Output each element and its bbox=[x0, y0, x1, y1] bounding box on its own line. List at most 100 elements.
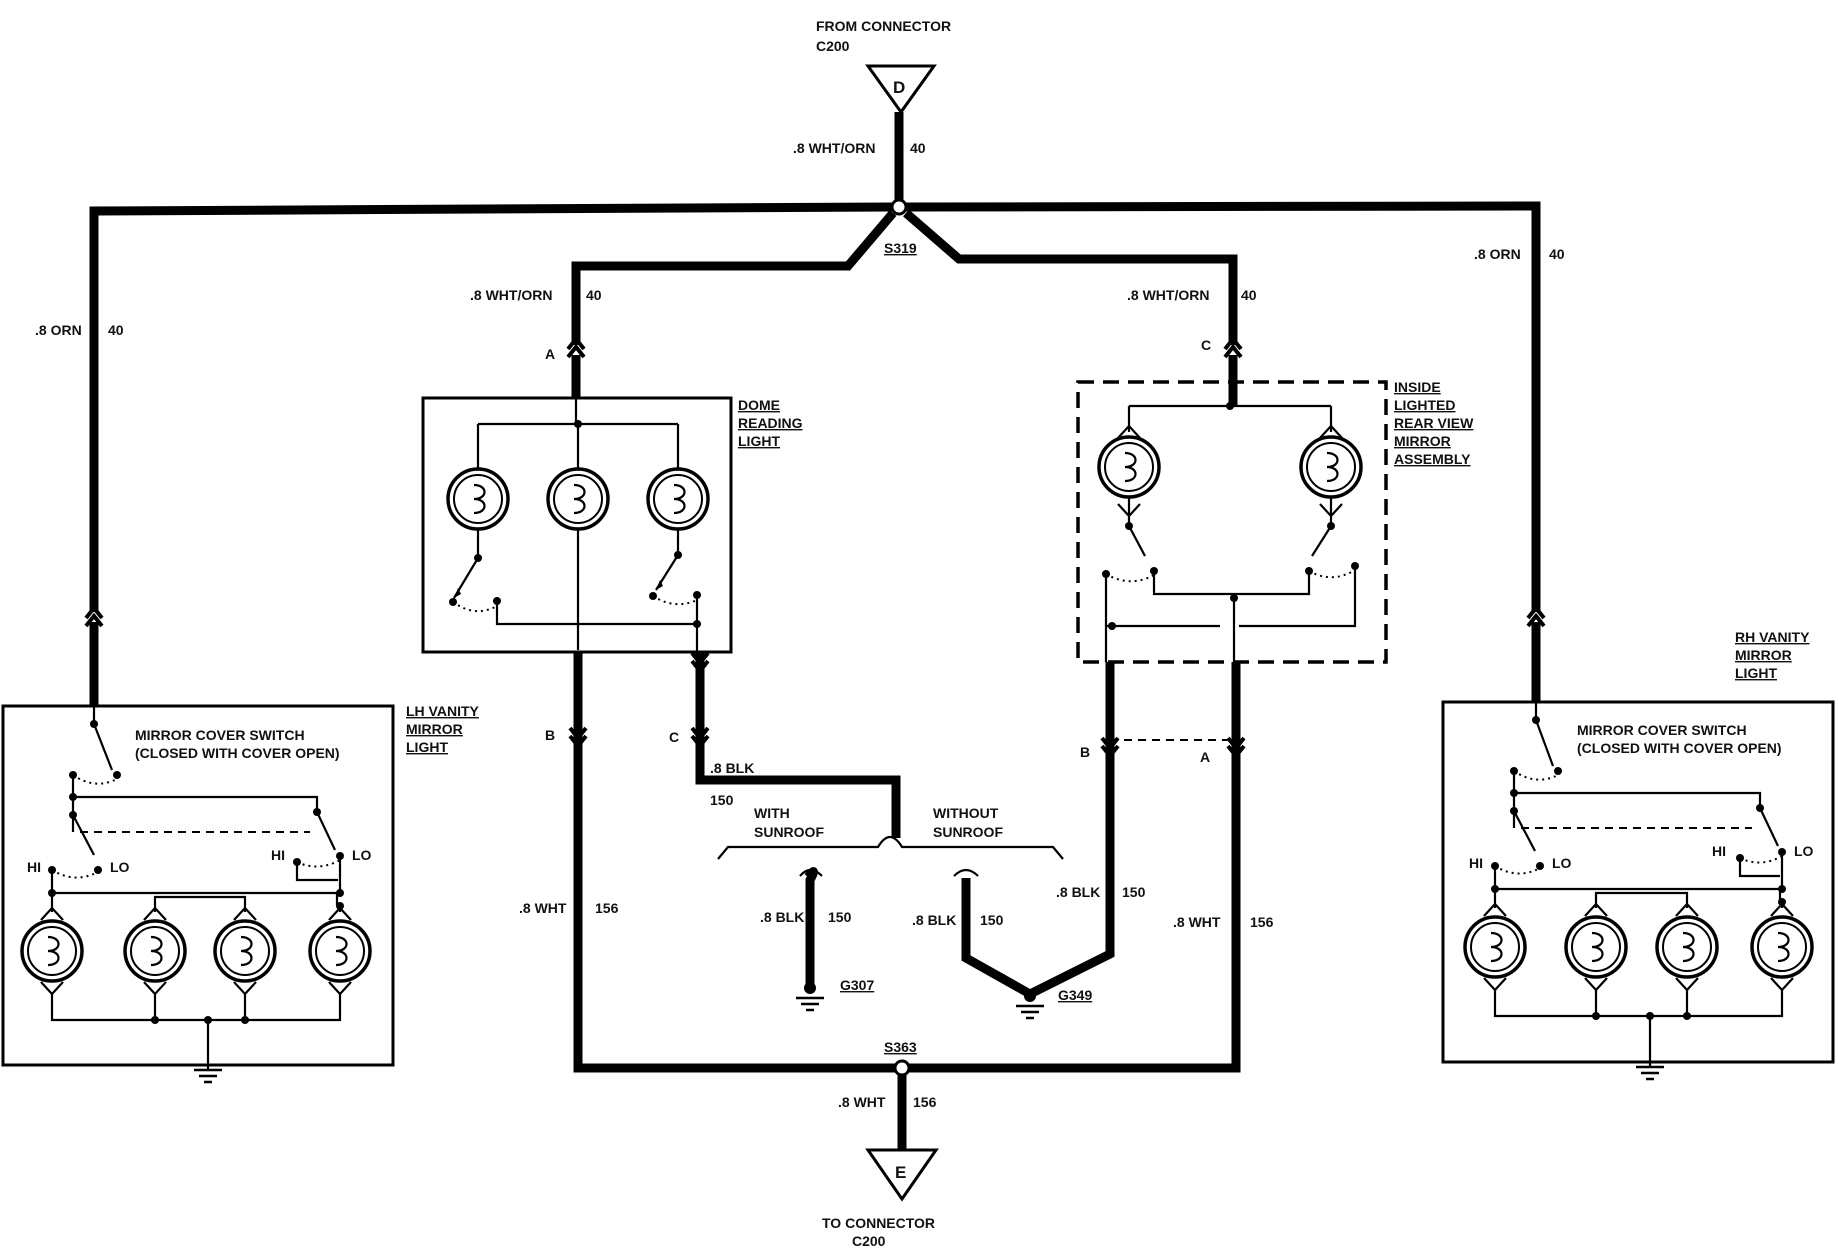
wire-dome-c-color: .8 BLK bbox=[710, 760, 754, 776]
connector-e: E TO CONNECTOR C200 bbox=[822, 1148, 939, 1248]
mirror-pin-b: B bbox=[1080, 744, 1090, 760]
lh-label-2: MIRROR bbox=[406, 721, 463, 737]
rh-label-2: MIRROR bbox=[1735, 647, 1792, 663]
lh-ground-symbol bbox=[192, 1068, 224, 1084]
option-without-2: SUNROOF bbox=[933, 824, 1003, 840]
wire-mirror-a-num: 156 bbox=[1250, 914, 1274, 930]
wire-right-outer-color: .8 ORN bbox=[1474, 246, 1521, 262]
dome-bulb-right bbox=[646, 467, 710, 531]
rh-bulb-4 bbox=[1750, 915, 1814, 979]
dome-bulb-center bbox=[546, 467, 610, 531]
dome-reading-light: A DOME READING LIGHT bbox=[421, 337, 803, 654]
lh-switch-line1: MIRROR COVER SWITCH bbox=[135, 727, 305, 743]
lh-bulb-4 bbox=[308, 919, 372, 983]
mirror-label-5: ASSEMBLY bbox=[1394, 451, 1471, 467]
wire-sun-g307-num: 150 bbox=[828, 909, 852, 925]
lh-label-1: LH VANITY bbox=[406, 703, 480, 719]
wire-dome-in bbox=[571, 210, 897, 345]
mirror-pin-c: C bbox=[1201, 337, 1211, 353]
dome-label-3: LIGHT bbox=[738, 433, 780, 449]
connector-d-label-1: FROM CONNECTOR bbox=[816, 18, 951, 34]
dome-label-2: READING bbox=[738, 415, 803, 431]
wire-dome-b bbox=[573, 652, 1241, 1073]
lh-switch-line2: (CLOSED WITH COVER OPEN) bbox=[135, 745, 340, 761]
rh-label-1: RH VANITY bbox=[1735, 629, 1810, 645]
wire-left-outer-color: .8 ORN bbox=[35, 322, 82, 338]
wire-dome-c bbox=[695, 652, 901, 820]
mirror-label-1: INSIDE bbox=[1394, 379, 1441, 395]
splice-s363-dot bbox=[893, 1059, 911, 1077]
wire-right-outer bbox=[905, 201, 1541, 612]
splice-s319-dot bbox=[890, 198, 908, 216]
mirror-pin-a: A bbox=[1200, 749, 1210, 765]
mirror-bulb-right bbox=[1299, 435, 1363, 499]
ground-g307-label: G307 bbox=[840, 977, 874, 993]
sunroof-option-bracket bbox=[717, 835, 1064, 860]
dome-label-1: DOME bbox=[738, 397, 780, 413]
rh-box bbox=[1441, 700, 1835, 1064]
wire-bottom-color: .8 WHT bbox=[838, 1094, 886, 1110]
rh-vanity-mirror-light: MIRROR COVER SWITCH (CLOSED WITH COVER O… bbox=[1441, 606, 1835, 1081]
connector-d-letter: D bbox=[893, 78, 905, 97]
dome-pin-c: C bbox=[669, 729, 679, 745]
lh-hi: HI bbox=[27, 859, 41, 875]
rh-switch-line2: (CLOSED WITH COVER OPEN) bbox=[1577, 740, 1782, 756]
dome-pin-a: A bbox=[545, 346, 555, 362]
wire-dome-in-num: 40 bbox=[586, 287, 602, 303]
connector-e-label-2: C200 bbox=[852, 1233, 886, 1248]
rh-bulb-2 bbox=[1564, 915, 1628, 979]
lh-lo: LO bbox=[110, 859, 130, 875]
mirror-label-2: LIGHTED bbox=[1394, 397, 1455, 413]
wire-top-num: 40 bbox=[910, 140, 926, 156]
wire-bottom-num: 156 bbox=[913, 1094, 937, 1110]
wire-mirror-in bbox=[903, 209, 1238, 345]
wire-right-outer-num: 40 bbox=[1549, 246, 1565, 262]
lh-vanity-mirror-light: MIRROR COVER SWITCH (CLOSED WITH COVER O… bbox=[1, 606, 480, 1084]
wire-nosun-color: .8 BLK bbox=[912, 912, 956, 928]
lh-bulb-2 bbox=[123, 919, 187, 983]
wire-mirror-b-num: 150 bbox=[1122, 884, 1146, 900]
mirror-box bbox=[1076, 380, 1388, 664]
splice-s319-label: S319 bbox=[884, 240, 917, 256]
ground-g307-symbol bbox=[794, 996, 826, 1012]
wire-dome-b-num: 156 bbox=[595, 900, 619, 916]
wire-dome-c-num: 150 bbox=[710, 792, 734, 808]
ground-g349-label: G349 bbox=[1058, 987, 1092, 1003]
splice-s363-label: S363 bbox=[884, 1039, 917, 1055]
wire-mirror-in-color: .8 WHT/ORN bbox=[1127, 287, 1209, 303]
connector-e-label-1: TO CONNECTOR bbox=[822, 1215, 935, 1231]
connector-e-letter: E bbox=[895, 1163, 906, 1182]
wire-dome-b-color: .8 WHT bbox=[519, 900, 567, 916]
lh-box bbox=[1, 704, 395, 1067]
wire-left-outer-num: 40 bbox=[108, 322, 124, 338]
wire-top-color: .8 WHT/ORN bbox=[793, 140, 875, 156]
inside-mirror-assembly: C INSIDE LIGHTED REAR VIEW MIRROR ASSEMB… bbox=[1076, 337, 1474, 664]
mirror-pin-c-connector bbox=[1223, 337, 1243, 359]
rh-hi-2: HI bbox=[1712, 843, 1726, 859]
wire-mirror-b-color: .8 BLK bbox=[1056, 884, 1100, 900]
rh-bulb-1 bbox=[1463, 915, 1527, 979]
wire-left-outer bbox=[89, 202, 893, 612]
rh-lo: LO bbox=[1552, 855, 1572, 871]
wire-mirror-a-color: .8 WHT bbox=[1173, 914, 1221, 930]
lh-bulb-3 bbox=[213, 919, 277, 983]
option-without-1: WITHOUT bbox=[933, 805, 999, 821]
rh-hi: HI bbox=[1469, 855, 1483, 871]
wire-mirror-in-num: 40 bbox=[1241, 287, 1257, 303]
dome-bulb-left bbox=[446, 467, 510, 531]
wire-nosun bbox=[961, 758, 1115, 1000]
rh-bulb-3 bbox=[1655, 915, 1719, 979]
dome-pin-b: B bbox=[545, 727, 555, 743]
rh-lo-2: LO bbox=[1794, 843, 1814, 859]
option-with-1: WITH bbox=[754, 805, 790, 821]
wire-sun-g307-color: .8 BLK bbox=[760, 909, 804, 925]
dome-pin-a-connector bbox=[566, 337, 586, 359]
rh-ground-symbol bbox=[1634, 1065, 1666, 1081]
option-with-2: SUNROOF bbox=[754, 824, 824, 840]
lh-label-3: LIGHT bbox=[406, 739, 448, 755]
wire-dome-in-color: .8 WHT/ORN bbox=[470, 287, 552, 303]
connector-d-label-2: C200 bbox=[816, 38, 850, 54]
wire-nosun-num: 150 bbox=[980, 912, 1004, 928]
rh-switch-line1: MIRROR COVER SWITCH bbox=[1577, 722, 1747, 738]
